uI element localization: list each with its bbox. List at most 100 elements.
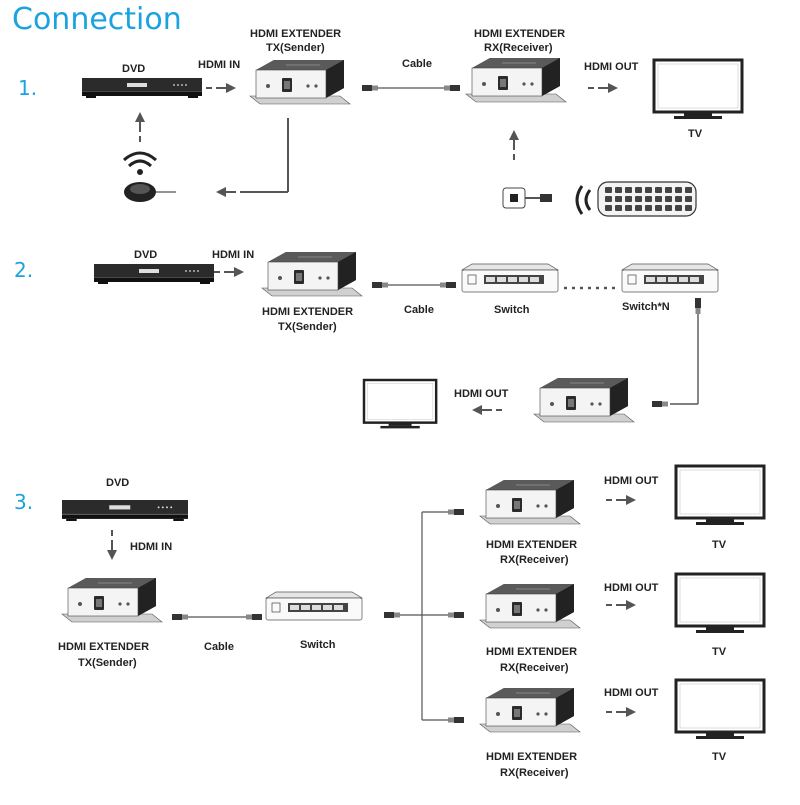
s3-rx3-hdmi-out: HDMI OUT — [604, 687, 659, 699]
s3-sender-label-1: HDMI EXTENDER — [58, 641, 150, 653]
s3-rx2-label-1: HDMI EXTENDER — [486, 646, 578, 658]
s1-signal-arc-mid — [127, 159, 153, 168]
s3-rx1-arrow — [605, 494, 637, 506]
s1-signal-dot — [137, 169, 143, 175]
s2-receiver-icon — [533, 377, 635, 423]
s1-remote-button — [605, 196, 612, 202]
s1-remote-arc-outer — [575, 185, 584, 215]
s1-remote-button — [675, 196, 682, 202]
s3-tv1-icon — [674, 464, 766, 527]
s3-rx2-arrow — [605, 599, 637, 611]
s1-remote-button — [635, 187, 642, 193]
s1-ir-receiver-top — [130, 184, 150, 194]
s1-remote-button — [635, 205, 642, 211]
s3-hdmi-in-label: HDMI IN — [130, 541, 173, 553]
s1-remote-button — [645, 205, 652, 211]
s1-ir-arrow — [215, 186, 247, 198]
s3-sender-label-2: TX(Sender) — [78, 657, 137, 669]
section-2-number: 2. — [14, 258, 34, 282]
s3-rx2-label-2: RX(Receiver) — [500, 662, 569, 674]
s3-rx2-icon — [479, 583, 581, 629]
s1-remote-button — [625, 205, 632, 211]
s2-hdmi-in-label: HDMI IN — [212, 249, 255, 261]
s1-remote-button — [665, 187, 672, 193]
s2-switch-icon — [461, 263, 559, 293]
s1-remote-button — [655, 196, 662, 202]
s2-dvd-label: DVD — [134, 249, 158, 261]
s1-dvd-label: DVD — [122, 63, 146, 75]
s1-sender-icon — [249, 59, 351, 105]
s3-rx3-label-2: RX(Receiver) — [500, 767, 569, 779]
s1-remote-button — [665, 196, 672, 202]
s2-switch-label: Switch — [494, 304, 530, 316]
s3-rx1-tv: TV — [712, 539, 727, 551]
s1-remote-button — [605, 187, 612, 193]
s3-branch-plug-3 — [448, 717, 464, 723]
s2-switch-n-label: Switch*N — [622, 301, 670, 313]
s2-dvd-icon — [93, 263, 215, 285]
s3-rx1-hdmi-out: HDMI OUT — [604, 475, 659, 487]
s1-remote-button — [655, 187, 662, 193]
s3-rx3-arrow — [605, 706, 637, 718]
s1-remote-button — [605, 205, 612, 211]
s2-sender-icon — [261, 251, 363, 297]
s2-cable-plug-left — [372, 282, 388, 288]
s1-remote-button — [655, 205, 662, 211]
page-title: Connection — [12, 2, 182, 37]
s1-tv-label: TV — [688, 128, 703, 140]
s3-branch-plug-2 — [448, 612, 464, 618]
s3-rx3-label-1: HDMI EXTENDER — [486, 751, 578, 763]
s1-sender-label-2: TX(Sender) — [266, 42, 325, 54]
s3-cable-plug-left — [172, 614, 188, 620]
s1-receiver-label-1: HDMI EXTENDER — [474, 28, 566, 40]
section-1-number: 1. — [18, 76, 38, 100]
s3-dvd-label: DVD — [106, 477, 130, 489]
s1-cable-plug-left — [362, 85, 378, 91]
s3-rx1-label-1: HDMI EXTENDER — [486, 539, 578, 551]
s1-arrow-hdmi-in — [205, 82, 237, 94]
s2-arrow-hdmi-in — [213, 266, 245, 278]
s1-arrow-hdmi-out — [587, 82, 619, 94]
s3-rx1-label-2: RX(Receiver) — [500, 554, 569, 566]
s3-dvd-icon — [61, 499, 189, 522]
s3-rx3-tv: TV — [712, 751, 727, 763]
s3-arrow-hdmi-in — [106, 529, 118, 561]
s1-ir-emitter-plug — [540, 194, 552, 202]
s2-cable-label: Cable — [404, 304, 434, 316]
s1-remote-button — [675, 187, 682, 193]
s3-rx2-tv: TV — [712, 646, 727, 658]
s1-remote-button — [645, 187, 652, 193]
s2-cable-return-plug — [652, 401, 668, 407]
s1-ir-emitter-window — [510, 194, 518, 202]
s1-hdmi-in-label: HDMI IN — [198, 59, 241, 71]
s1-remote-button — [615, 205, 622, 211]
s3-tv2-icon — [674, 572, 766, 635]
s3-sender-icon — [61, 577, 163, 623]
s3-branch-plug-1 — [448, 509, 464, 515]
s2-cable-plug-right — [440, 282, 456, 288]
s3-rx2-hdmi-out: HDMI OUT — [604, 582, 659, 594]
s1-cable-label: Cable — [402, 58, 432, 70]
s1-cable-plug-right — [444, 85, 460, 91]
s3-switch-label: Switch — [300, 639, 336, 651]
s1-tv-icon — [652, 58, 744, 121]
s1-remote-button — [675, 205, 682, 211]
s1-remote-button — [685, 205, 692, 211]
s3-rx3-icon — [479, 687, 581, 733]
s1-remote-button — [665, 205, 672, 211]
s1-remote-button — [625, 187, 632, 193]
s2-sender-label-2: TX(Sender) — [278, 321, 337, 333]
s1-receiver-label-2: RX(Receiver) — [484, 42, 553, 54]
s2-arrow-hdmi-out — [471, 404, 503, 416]
s2-hdmi-out-label: HDMI OUT — [454, 388, 509, 400]
s3-cable-plug-right — [246, 614, 262, 620]
s1-remote-button — [685, 196, 692, 202]
s2-switch-n-icon — [621, 263, 719, 293]
s2-tv-icon — [362, 378, 438, 430]
s1-hdmi-out-label: HDMI OUT — [584, 61, 639, 73]
s1-remote-button — [685, 187, 692, 193]
s3-rx1-icon — [479, 479, 581, 525]
s1-remote-button — [645, 196, 652, 202]
